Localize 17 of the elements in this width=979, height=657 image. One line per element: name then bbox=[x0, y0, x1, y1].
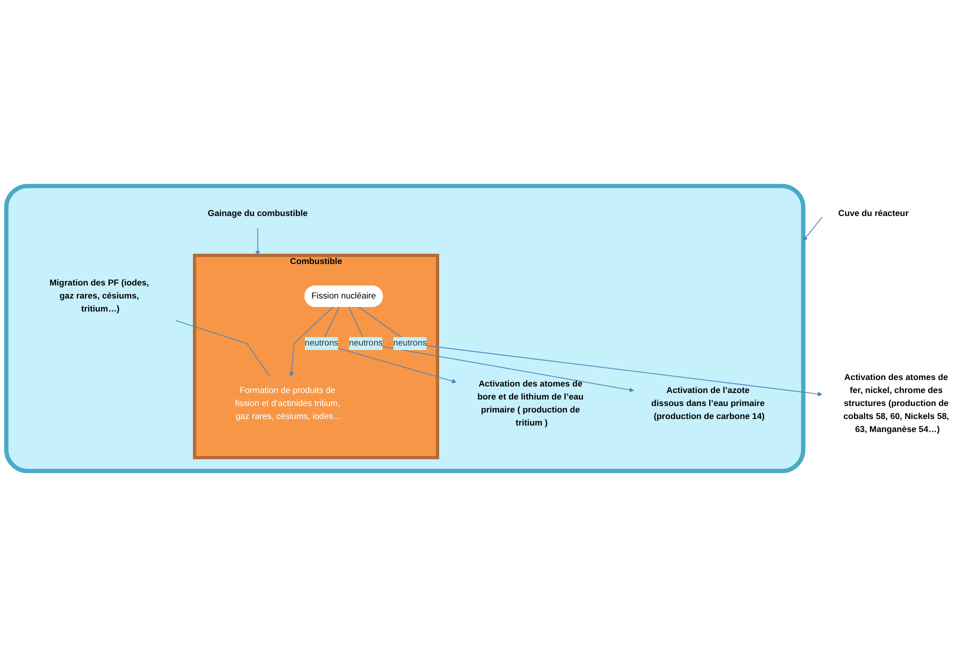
cluster bbox=[4, 184, 806, 474]
arrow bbox=[255, 228, 260, 256]
node-text: Migration des PF (iodes, gaz rares, césiums, tritium…) bbox=[50, 278, 149, 314]
arrow bbox=[289, 306, 334, 377]
node-text: Formation de produits de fission et d’actinides tritium, gaz rares, césiums, iodes… bbox=[234, 386, 342, 422]
connector bbox=[175, 320, 270, 377]
edge-label: neutrons bbox=[304, 338, 338, 348]
node-text: Activation des atomes de bore et de lithium de l’eau primaire ( production de tritium ) bbox=[477, 380, 584, 428]
node-text: Activation des atomes de fer, nickel, chrome des structures (production de cobalts 58, 60, Nickels 58, 63, Manganèse 54…) bbox=[843, 373, 950, 434]
arrow bbox=[348, 306, 634, 392]
node-text: Activation de l’azote dissous dans l’eau primaire (production de carbone 14) bbox=[651, 386, 765, 422]
edge-label: neutrons bbox=[349, 338, 383, 348]
arrow bbox=[358, 306, 822, 396]
arrow bbox=[803, 216, 822, 241]
edge-label: neutrons bbox=[393, 338, 427, 348]
node-text: Cuve du réacteur bbox=[838, 209, 909, 218]
node-text: Gainage du combustible bbox=[208, 209, 308, 218]
